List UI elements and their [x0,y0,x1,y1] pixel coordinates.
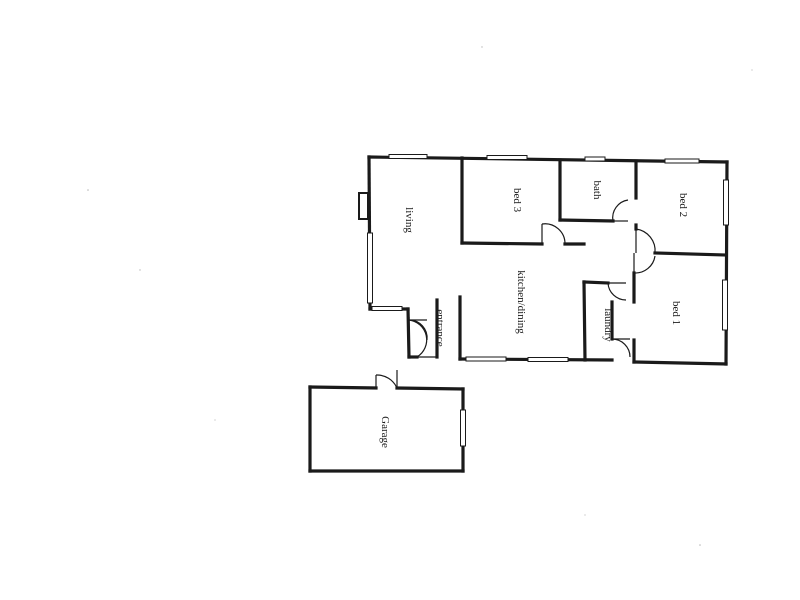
windows [367,154,729,362]
room-label-bed-1: bed 1 [670,301,682,325]
room-label-laundry: laundry [602,308,614,342]
room-label-bed-3: bed 3 [511,188,523,213]
room-label-entrance: entrance [434,309,446,346]
room-label-bed-2: bed 2 [677,193,689,217]
room-label-living: living [403,207,415,233]
house-outer-walls [367,155,729,366]
scan-specks [87,46,753,546]
room-label-garage: Garage [379,416,391,448]
chimney [358,192,369,220]
interior-walls [435,156,728,364]
room-label-bath: bath [591,181,603,200]
room-label-kitchen-dining: kitchen/dining [515,270,527,334]
doors [408,199,656,358]
garage-structure [308,370,466,473]
